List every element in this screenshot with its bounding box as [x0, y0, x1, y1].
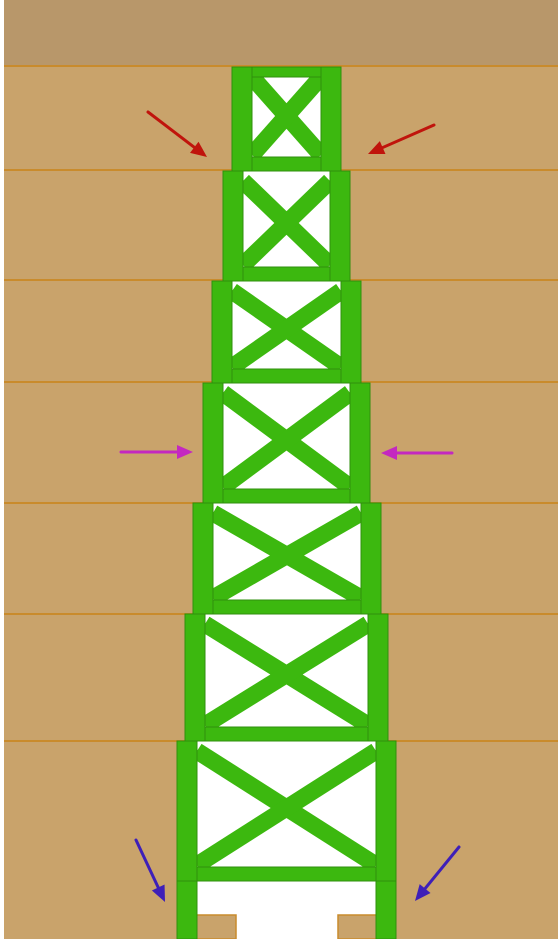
- post-right-base: [376, 881, 396, 939]
- rail-7: [197, 867, 376, 881]
- rail-top-cap: [252, 67, 321, 77]
- post-left-7: [177, 741, 197, 881]
- post-right-5: [361, 503, 381, 614]
- post-left-4: [203, 383, 223, 503]
- rail-6: [205, 727, 368, 741]
- post-left-5: [193, 503, 213, 614]
- rail-3: [232, 369, 341, 383]
- post-right-3: [341, 281, 361, 383]
- post-left-3: [212, 281, 232, 383]
- post-right-2: [330, 171, 350, 281]
- rail-4: [223, 489, 350, 503]
- surface-band: [4, 0, 558, 66]
- post-right-1: [321, 67, 341, 171]
- post-right-4: [350, 383, 370, 503]
- post-left-1: [232, 67, 252, 171]
- rail-1: [252, 157, 321, 171]
- rail-5: [213, 600, 361, 614]
- base-footing-left: [196, 915, 236, 939]
- post-right-6: [368, 614, 388, 741]
- post-right-7: [376, 741, 396, 881]
- base-footing-right: [338, 915, 378, 939]
- post-left-2: [223, 171, 243, 281]
- post-left-base: [177, 881, 197, 939]
- post-left-6: [185, 614, 205, 741]
- rail-2: [243, 267, 330, 281]
